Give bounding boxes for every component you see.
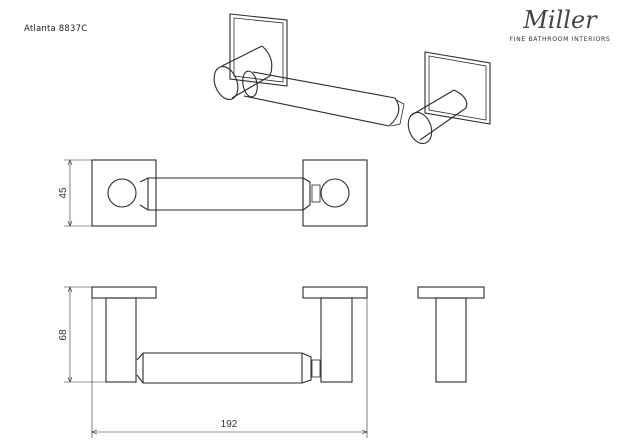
dim-plate-height: 45: [58, 187, 69, 199]
brand-tagline: FINE BATHROOM INTERIORS: [509, 36, 611, 43]
dim-projection: 68: [58, 329, 69, 341]
dim-overall-width: 192: [221, 419, 238, 430]
brand-logo: Miller FINE BATHROOM INTERIORS: [500, 6, 620, 43]
isometric-view: [213, 13, 491, 145]
front-view: 45: [58, 159, 368, 227]
product-code: Atlanta 8837C: [24, 24, 88, 34]
brand-name: Miller: [523, 6, 597, 34]
side-view: 68 192: [58, 286, 485, 438]
